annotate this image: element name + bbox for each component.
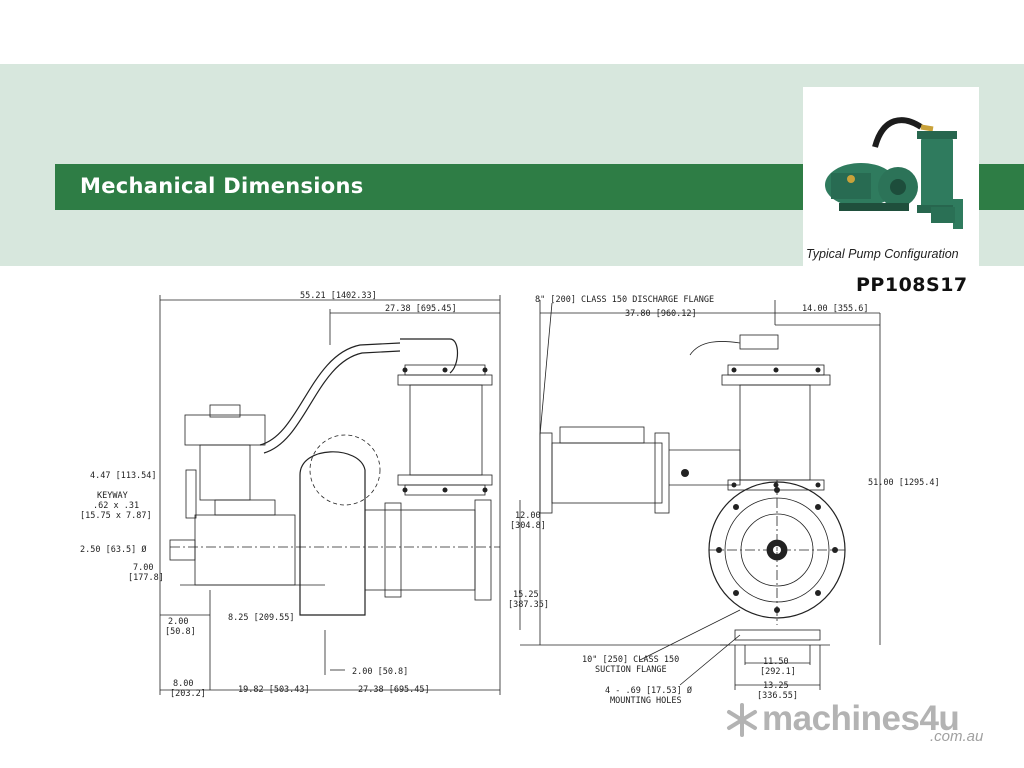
dim-base-height: 15.25 [513,590,539,600]
suction-flange-label: 10" [250] CLASS 150 [582,655,679,665]
photo-caption: Typical Pump Configuration [806,247,959,261]
dim-side-offset: 14.00 [355.6] [802,304,869,314]
keyway-title: KEYWAY [97,491,128,501]
snowflake-logo-icon [727,703,757,737]
dim-center-height-metric: [304.8] [510,521,546,531]
dim-foot-a: 2.00 [168,617,188,627]
dim-shaft-height: 4.47 [113.54] [90,471,157,481]
pump-photo-card [803,87,979,266]
dim-base-a: 8.25 [209.55] [228,613,295,623]
pump-photo [803,87,979,247]
page-title: Mechanical Dimensions [80,174,364,198]
keyway-size: .62 x .31 [93,501,139,511]
dim-center-height: 12.00 [515,511,541,521]
discharge-flange-label: 8" [200] CLASS 150 DISCHARGE FLANGE [535,295,714,305]
brand-logo-domain: .com.au [930,728,984,745]
dim-foot-outer-metric: [336.55] [757,691,798,701]
dim-bottom-right: 27.38 [695.45] [358,685,430,695]
dim-bottom-mid: 19.82 [503.43] [238,685,310,695]
dim-base-height-metric: [387.35] [508,600,549,610]
brand-logo-text: machines4u [762,699,960,738]
dim-foot-width: 11.50 [763,657,789,667]
dim-foot-width-metric: [292.1] [760,667,796,677]
mechanical-drawing: 55.21 [1402.33] 27.38 [695.45] 4.47 [113… [80,291,940,706]
dim-front-to-discharge: 27.38 [695.45] [385,304,457,314]
dim-height-total: 51.00 [1295.4] [868,478,940,488]
dim-shaft-length-metric: [177.8] [128,573,164,583]
dim-shaft-diameter: 2.50 [63.5] Ø [80,544,147,555]
dim-end-length-metric: [203.2] [170,689,206,699]
suction-flange-label-2: SUCTION FLANGE [595,665,667,675]
dim-side-width: 37.80 [960.12] [625,309,697,319]
dim-foot-outer: 13.25 [763,681,789,691]
keyway-metric: [15.75 x 7.87] [80,511,152,521]
dim-end-length: 8.00 [173,679,193,689]
dim-base-b: 2.00 [50.8] [352,667,408,677]
model-number: PP108S17 [856,274,968,296]
dim-shaft-length: 7.00 [133,563,153,573]
dim-overall-length: 55.21 [1402.33] [300,291,377,301]
mounting-holes-label-2: MOUNTING HOLES [610,696,682,706]
dim-foot-a-metric: [50.8] [165,627,196,637]
mounting-holes-label: 4 - .69 [17.53] Ø [605,685,692,696]
